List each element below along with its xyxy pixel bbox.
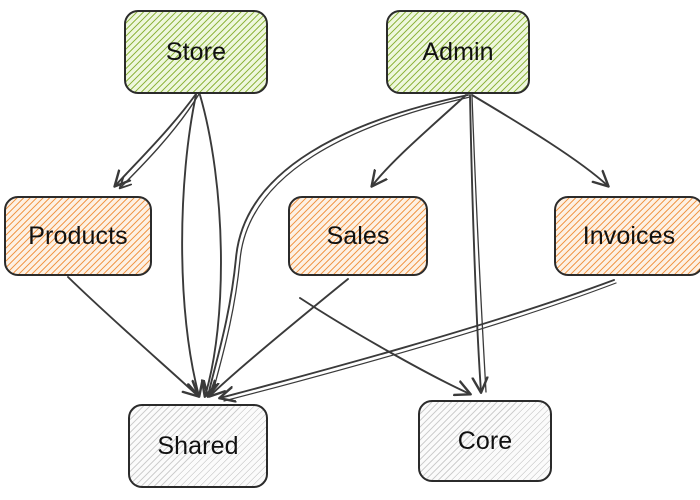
node-invoices-label: Invoices [582,221,676,250]
edge-store-shared-a [181,94,199,396]
node-shared-label: Shared [157,431,239,460]
edge-admin-invoices [471,94,608,186]
edge-store-shared-b [199,94,222,396]
edge-store-products-b [120,93,200,188]
edge-invoices-shared-b [223,282,617,402]
node-store-label: Store [165,37,227,66]
edge-admin-core [469,94,481,392]
node-invoices[interactable]: Invoices [554,196,700,276]
edge-admin-shared-b [211,96,471,397]
node-admin-label: Admin [422,37,494,66]
node-store[interactable]: Store [124,10,268,94]
node-sales-label: Sales [326,221,390,250]
node-core-label: Core [457,426,513,455]
node-core[interactable]: Core [418,400,552,482]
node-admin[interactable]: Admin [386,10,530,94]
edge-admin-shared [208,94,469,396]
node-shared[interactable]: Shared [128,404,268,488]
edge-sales-core [299,297,470,394]
edge-admin-sales [372,94,467,186]
node-products-label: Products [28,221,128,250]
node-products[interactable]: Products [4,196,152,276]
edge-products-shared [67,276,198,396]
node-sales[interactable]: Sales [288,196,428,276]
edge-admin-core-b [471,95,487,393]
